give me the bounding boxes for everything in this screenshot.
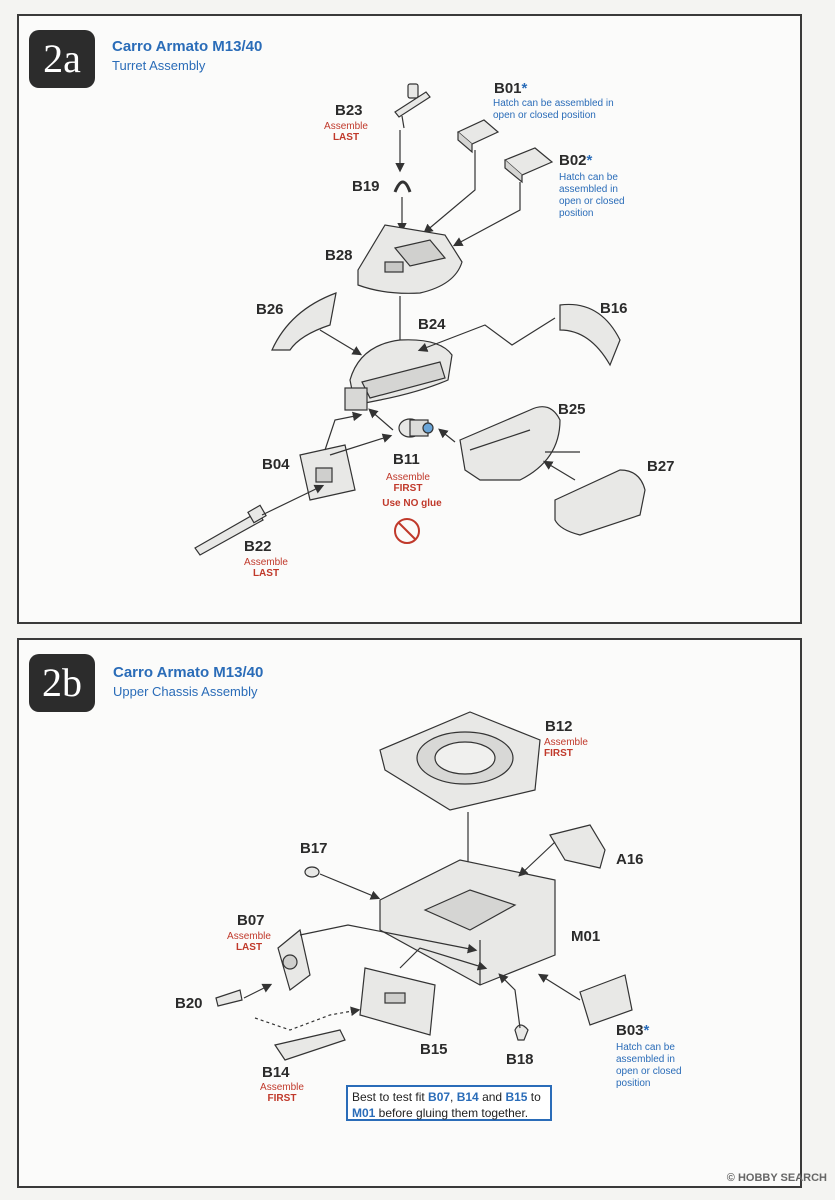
b03-note: Hatch can be assembled in open or closed… xyxy=(616,1042,682,1089)
step-title: Carro Armato M13/40 xyxy=(112,38,263,55)
label-b03: B03* xyxy=(616,1022,650,1039)
label-b26: B26 xyxy=(256,301,284,318)
b01-note: Hatch can be assembled in open or closed… xyxy=(493,98,614,121)
part-b15-drawing xyxy=(359,967,436,1036)
label-b19: B19 xyxy=(352,178,380,195)
step-badge: 2a xyxy=(29,30,95,88)
label-b16: B16 xyxy=(600,300,628,317)
part-b24-drawing xyxy=(344,339,453,411)
label-b23: B23 xyxy=(335,102,363,119)
part-b11-drawing xyxy=(398,418,434,438)
part-m01-drawing xyxy=(379,859,556,986)
part-b27-drawing xyxy=(554,469,646,536)
no-glue-text: Use NO glue xyxy=(382,498,442,509)
label-b12: B12 xyxy=(545,718,573,735)
part-b04-drawing xyxy=(299,444,356,501)
part-b14-drawing xyxy=(274,1029,346,1061)
step-subtitle: Turret Assembly xyxy=(112,58,206,73)
part-b28-drawing xyxy=(357,224,463,294)
label-b14: B14 xyxy=(262,1064,290,1081)
watermark: © HOBBY SEARCH xyxy=(726,1172,827,1184)
label-b20: B20 xyxy=(175,995,203,1012)
step-subtitle: Upper Chassis Assembly xyxy=(113,684,258,699)
label-b01: B01* xyxy=(494,80,528,97)
label-b17: B17 xyxy=(300,840,328,857)
part-b16-drawing xyxy=(559,303,621,367)
label-a16: A16 xyxy=(616,851,644,868)
part-b01-drawing xyxy=(456,119,500,154)
label-b28: B28 xyxy=(325,247,353,264)
part-b07-drawing xyxy=(277,928,311,992)
step-badge: 2b xyxy=(29,654,95,712)
label-b25: B25 xyxy=(558,401,586,418)
label-b11: B11 xyxy=(393,451,420,468)
label-b18: B18 xyxy=(506,1051,534,1068)
label-m01: M01 xyxy=(571,928,601,945)
test-fit-note: Best to test fit B07, B14 and B15 to M01… xyxy=(346,1085,552,1121)
part-b18-drawing xyxy=(514,1024,529,1041)
label-b24: B24 xyxy=(418,316,446,333)
part-b22-drawing xyxy=(194,504,267,556)
label-b15: B15 xyxy=(420,1041,448,1058)
no-glue-icon xyxy=(394,518,420,544)
part-b25-drawing xyxy=(459,406,561,481)
step-title: Carro Armato M13/40 xyxy=(113,664,264,681)
b02-note: Hatch can be assembled in open or closed… xyxy=(559,172,625,219)
label-b07: B07 xyxy=(237,912,265,929)
part-b17-drawing xyxy=(304,866,320,878)
step-2a-panel xyxy=(17,14,802,624)
part-b02-drawing xyxy=(503,147,554,184)
label-b02: B02* xyxy=(559,152,593,169)
label-b22: B22 xyxy=(244,538,272,555)
part-b26-drawing xyxy=(271,292,337,351)
part-b03-drawing xyxy=(579,974,633,1026)
part-a16-drawing xyxy=(549,824,606,869)
part-b20-drawing xyxy=(215,989,243,1007)
label-b04: B04 xyxy=(262,456,290,473)
label-b27: B27 xyxy=(647,458,675,475)
part-b12-drawing xyxy=(379,711,541,811)
part-b23-drawing xyxy=(394,83,431,129)
